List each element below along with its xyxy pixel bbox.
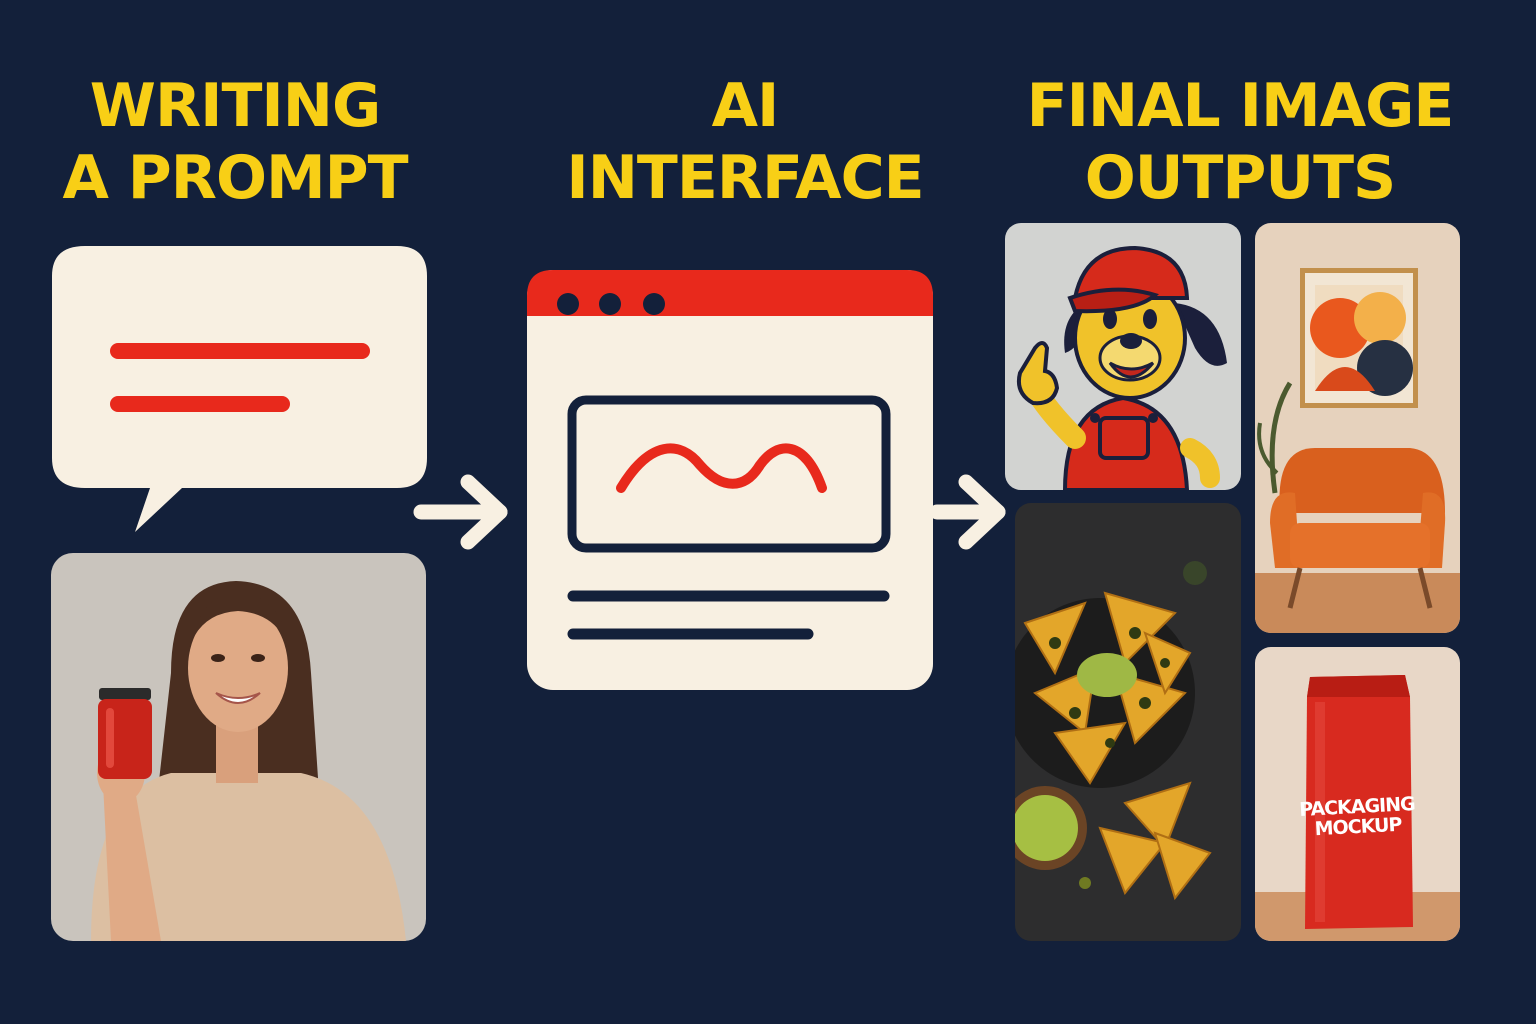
step-title-line: OUTPUTS <box>1084 143 1397 213</box>
step-title-final-outputs: FINAL IMAGE OUTPUTS <box>1000 70 1480 214</box>
woman-holding-jar-image <box>51 553 426 941</box>
speech-bubble-icon <box>52 246 427 532</box>
step-title-line: A PROMPT <box>62 143 408 213</box>
step-title-line: FINAL IMAGE <box>1026 71 1455 141</box>
step-title-line: WRITING <box>89 71 381 141</box>
step-title-ai-interface: AI INTERFACE <box>545 70 945 214</box>
orange-armchair-interior-image <box>1255 223 1460 633</box>
packaging-mockup-image: PACKAGING MOCKUP <box>1255 647 1460 941</box>
mascot-illustration-image <box>1005 223 1241 490</box>
step-title-line: AI <box>711 71 780 141</box>
arrow-right-icon <box>929 474 1006 550</box>
step-title-writing-prompt: WRITING A PROMPT <box>40 70 430 214</box>
browser-window-icon <box>527 270 933 690</box>
nachos-guacamole-food-image <box>1015 503 1241 941</box>
step-title-line: INTERFACE <box>566 143 924 213</box>
arrow-right-icon <box>413 474 508 550</box>
